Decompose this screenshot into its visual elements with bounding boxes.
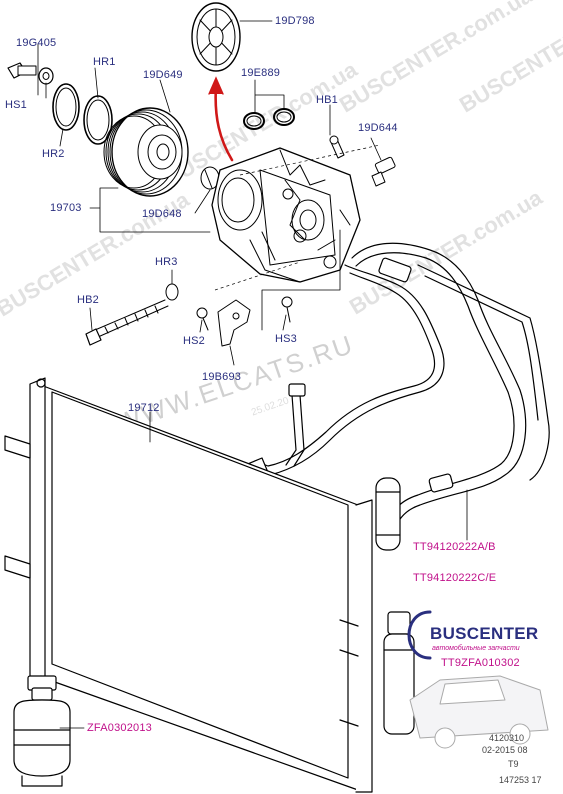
label-HS3: HS3: [275, 333, 297, 345]
label-19712: 19712: [128, 402, 160, 414]
dashed-guides: [214, 144, 381, 291]
o-rings-19E889: [243, 108, 295, 130]
part-number-zfa: ZFA0302013: [87, 722, 152, 734]
label-19B693: 19B693: [202, 371, 242, 383]
condenser-drier: [383, 611, 415, 735]
label-19D798: 19D798: [275, 15, 315, 27]
cover-plate-19D798: [191, 2, 241, 72]
part-number-tt9zfa: TT9ZFA010302: [441, 657, 520, 669]
direction-arrow: [208, 76, 234, 162]
receiver-drier: [375, 477, 401, 551]
part-number-tt-ce: TT94120222C/E: [413, 572, 497, 584]
long-bolt-HB2: [85, 283, 179, 346]
label-HS2: HS2: [183, 335, 205, 347]
logo-tagline: автомобильные запчасти: [432, 645, 520, 652]
stamp-line-4: 147253 17: [499, 775, 542, 785]
label-HR2: HR2: [42, 148, 65, 160]
logo-name: BUSCENTER: [430, 624, 539, 643]
label-19D649: 19D649: [143, 69, 183, 81]
label-HB1: HB1: [316, 94, 338, 106]
condenser-19712: [4, 377, 373, 793]
label-HS1: HS1: [5, 99, 27, 111]
ac-compressor: [211, 147, 361, 283]
snap-ring-HR2: [52, 83, 80, 131]
screw-HB1: [329, 135, 345, 159]
stamp-line-2: 02-2015 08: [482, 745, 528, 755]
label-19703: 19703: [50, 202, 82, 214]
van-image: [409, 675, 549, 749]
label-19G405: 19G405: [16, 37, 57, 49]
stamp-line-1: 4120310: [489, 733, 525, 743]
bolt-19G405: [7, 62, 54, 85]
label-HB2: HB2: [77, 294, 99, 306]
stamp-line-3: T9: [508, 759, 519, 769]
leader-lines: [37, 20, 468, 729]
pressure-switch-19D644: [371, 156, 396, 187]
label-HR1: HR1: [93, 56, 116, 68]
label-HR3: HR3: [155, 256, 178, 268]
shim-ring-HR1: [83, 95, 113, 145]
part-number-tt-ab: TT94120222A/B: [413, 541, 496, 553]
logo-mark: [407, 610, 432, 660]
bracket-19B693: [217, 299, 251, 347]
label-19D644: 19D644: [358, 122, 398, 134]
label-19D648: 19D648: [142, 208, 182, 220]
label-19E889: 19E889: [241, 67, 281, 79]
screw-HS2: [196, 307, 209, 331]
pulley-19D649: [103, 107, 189, 197]
screw-HS3: [281, 296, 293, 323]
desiccant-bottle-ZFA0302013: [13, 675, 71, 787]
